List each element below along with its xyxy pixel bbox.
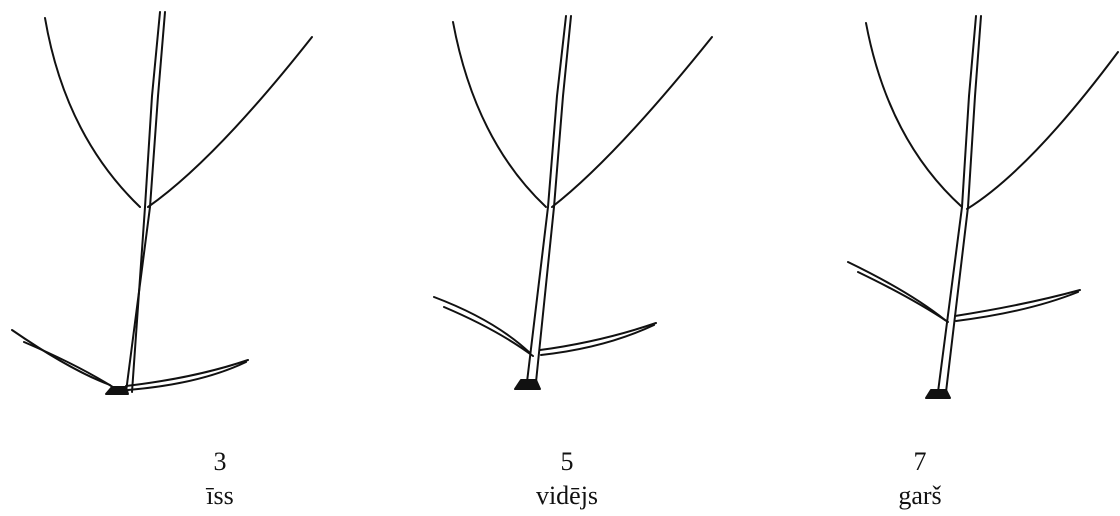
lower-right-leaflet	[955, 290, 1080, 316]
caption-2: 5 vidējs	[497, 445, 637, 513]
caption-label: īss	[150, 479, 290, 513]
drawing-panel-1	[12, 12, 312, 394]
upper-right-leaflet	[148, 37, 312, 207]
upper-left-leaflet	[866, 23, 962, 207]
caption-3: 7 garš	[850, 445, 990, 513]
drawing-panel-2	[434, 16, 712, 389]
lower-left-leaflet	[858, 272, 948, 322]
caption-label: garš	[850, 479, 990, 513]
lower-right-leaflet	[540, 323, 656, 350]
upper-right-leaflet	[967, 52, 1118, 209]
stem-base	[926, 390, 950, 398]
upper-left-leaflet	[453, 22, 546, 207]
caption-number: 7	[850, 445, 990, 479]
upper-right-leaflet	[552, 37, 712, 207]
upper-left-leaflet	[45, 18, 140, 207]
caption-number: 3	[150, 445, 290, 479]
caption-label: vidējs	[497, 479, 637, 513]
stem-base	[106, 387, 128, 394]
drawing-panel-3	[848, 16, 1118, 398]
caption-1: 3 īss	[150, 445, 290, 513]
caption-number: 5	[497, 445, 637, 479]
rachis	[938, 16, 976, 392]
rachis	[536, 16, 571, 382]
rachis	[527, 16, 566, 382]
lower-right-leaflet	[956, 292, 1078, 321]
stem-base	[515, 380, 540, 389]
lower-left-leaflet	[444, 307, 533, 356]
